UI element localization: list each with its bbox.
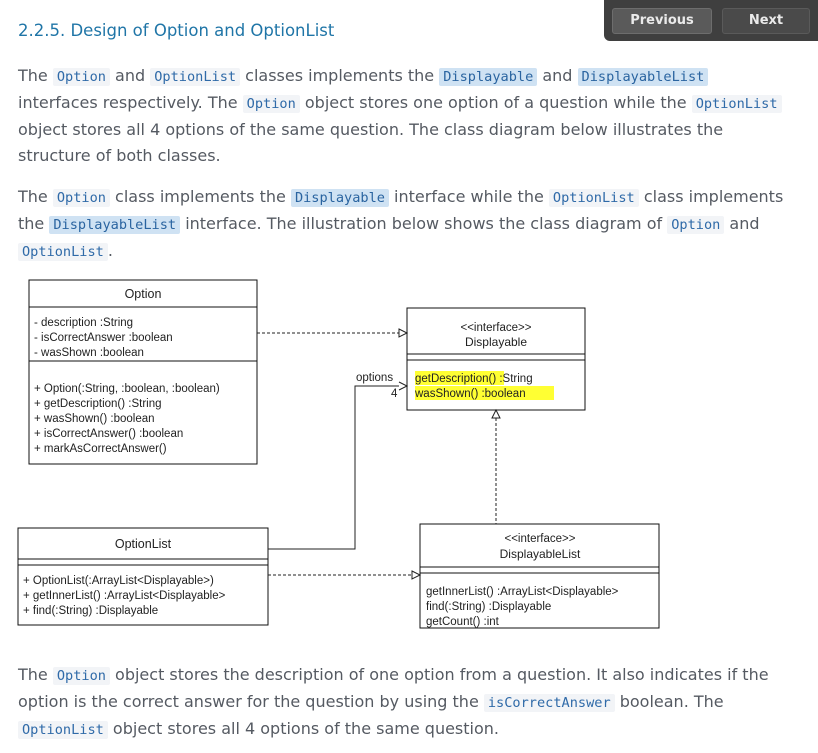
text-run: The (18, 66, 53, 85)
paragraph-line: interfaces respectively. The Option obje… (18, 90, 808, 117)
option-attribute: - wasShown :boolean (34, 347, 144, 359)
option-class-name: Option (125, 287, 162, 301)
paragraph-line: The Option class implements the Displaya… (18, 184, 808, 211)
displayable-method: wasShown() :boolean (414, 388, 526, 400)
paragraph-line: OptionList. (18, 238, 808, 265)
optionlist-method: + OptionList(:ArrayList<Displayable>) (23, 575, 214, 587)
next-button[interactable]: Next (722, 7, 810, 34)
implements-paragraph: The Option class implements the Displaya… (18, 184, 808, 265)
summary-paragraph: The Option object stores the description… (18, 662, 808, 743)
text-run: the (18, 214, 50, 233)
highlight-marker (415, 371, 504, 385)
displayablelist-method: getCount() :int (426, 616, 500, 628)
intro-paragraph: The Option and OptionList classes implem… (18, 63, 808, 169)
option-class-box: Option - description :String - isCorrect… (28, 279, 258, 465)
optionlist-method: + find(:String) :Displayable (23, 605, 158, 617)
option-method: + Option(:String, :boolean, :boolean) (34, 383, 220, 395)
text-run: The (18, 665, 53, 684)
class-diagram-svg: Option - description :String - isCorrect… (17, 279, 660, 629)
text-run: object stores all 4 options of the same … (107, 719, 499, 738)
inline-code: isCorrectAnswer (483, 694, 615, 712)
text-run: option is the correct answer for the que… (18, 692, 484, 711)
inline-code: Option (52, 667, 110, 685)
displayable-stereotype: <<interface>> (461, 322, 532, 334)
option-method: + wasShown() :boolean (34, 413, 155, 425)
inline-code: OptionList (18, 243, 108, 261)
text-run: classes implements the (240, 66, 440, 85)
paragraph-line: OptionList object stores all 4 options o… (18, 716, 808, 743)
text-run: and (724, 214, 760, 233)
inline-code: Displayable (290, 189, 389, 207)
inline-code: DisplayableList (577, 68, 709, 86)
text-run: interface while the (388, 187, 549, 206)
text-run: and (537, 66, 578, 85)
text-run: class implements (638, 187, 784, 206)
inline-code: OptionList (18, 721, 108, 739)
inline-code: DisplayableList (49, 216, 181, 234)
text-run: . (107, 241, 113, 260)
optionlist-class-box: OptionList + OptionList(:ArrayList<Displ… (17, 527, 269, 626)
text-run: object stores the description of one opt… (109, 665, 769, 684)
inline-code: Option (242, 95, 300, 113)
displayablelist-method: find(:String) :Displayable (426, 601, 551, 613)
displayablelist-stereotype: <<interface>> (505, 533, 576, 545)
inline-code: Option (52, 68, 110, 86)
text-run: interfaces respectively. The (18, 93, 243, 112)
text-run: object stores one option of a question w… (299, 93, 692, 112)
option-attribute: - isCorrectAnswer :boolean (34, 332, 173, 344)
optionlist-method: + getInnerList() :ArrayList<Displayable> (23, 590, 226, 602)
inline-code: OptionList (150, 68, 241, 86)
paragraph-line: structure of both classes. (18, 143, 808, 169)
text-run: boolean. The (614, 692, 724, 711)
paragraph-line: object stores all 4 options of the same … (18, 117, 808, 143)
section-title: 2.2.5. Design of Option and OptionList (18, 21, 335, 40)
association-multiplicity: 4 (391, 388, 398, 400)
highlight-marker (415, 386, 554, 400)
inline-code: Option (667, 216, 725, 234)
realization-displayablelist-displayable (491, 408, 501, 524)
option-method: + markAsCorrectAnswer() (34, 443, 167, 455)
realization-option-displayable (257, 328, 409, 338)
displayable-interface-box: <<interface>> Displayable getDescription… (406, 307, 586, 411)
inline-code: OptionList (548, 189, 639, 207)
previous-button[interactable]: Previous (612, 7, 712, 34)
displayablelist-name: DisplayableList (500, 547, 581, 561)
page-navigation: Previous Next (604, 0, 818, 41)
paragraph-line: the DisplayableList interface. The illus… (18, 211, 808, 238)
displayable-name: Displayable (465, 335, 527, 349)
paragraph-line: option is the correct answer for the que… (18, 689, 808, 716)
paragraph-line: The Option object stores the description… (18, 662, 808, 689)
inline-code: Option (52, 189, 110, 207)
option-attribute: - description :String (34, 317, 133, 329)
text-run: interface. The illustration below shows … (180, 214, 668, 233)
option-method: + getDescription() :String (34, 398, 162, 410)
text-run: object stores all 4 options of the same … (18, 120, 724, 139)
displayable-method: getDescription() :String (415, 373, 533, 385)
displayablelist-interface-box: <<interface>> DisplayableList getInnerLi… (419, 523, 660, 629)
text-run: structure of both classes. (18, 146, 221, 165)
displayablelist-method: getInnerList() :ArrayList<Displayable> (426, 586, 619, 598)
text-run: class implements the (109, 187, 291, 206)
optionlist-class-name: OptionList (115, 537, 172, 551)
class-diagram: Option - description :String - isCorrect… (0, 268, 818, 638)
realization-optionlist-displayablelist (268, 570, 422, 580)
option-method: + isCorrectAnswer() :boolean (34, 428, 183, 440)
inline-code: OptionList (691, 95, 782, 113)
paragraph-line: The Option and OptionList classes implem… (18, 63, 808, 90)
text-run: The (18, 187, 53, 206)
text-run: and (109, 66, 151, 85)
association-options: options 4 (268, 372, 409, 550)
association-role: options (356, 372, 393, 384)
inline-code: Displayable (439, 68, 538, 86)
